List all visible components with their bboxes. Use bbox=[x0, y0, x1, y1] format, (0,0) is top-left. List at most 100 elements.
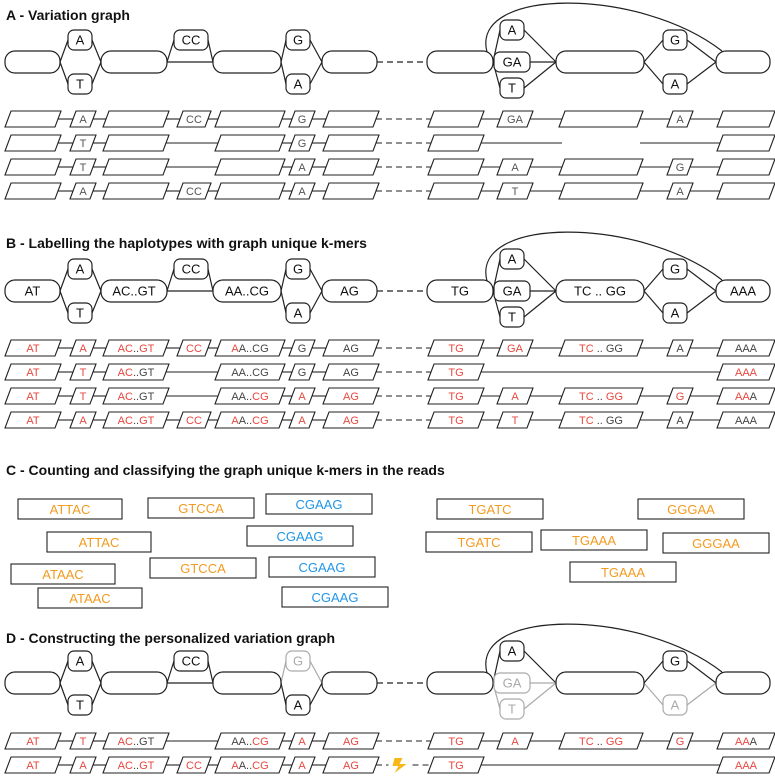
panel-b-haplotype-3-label-8: A bbox=[511, 391, 519, 403]
panel-d-haplotype-1-segment-9 bbox=[558, 732, 644, 750]
panel-a-haplotype-1-label-10: A bbox=[676, 114, 684, 126]
panel-a-node-n1 bbox=[4, 50, 61, 74]
panel-b-node-n6-label: TC .. GG bbox=[574, 284, 626, 299]
panel-d-haplotype-1-label-5: A bbox=[298, 736, 306, 748]
panel-b-node-a2-shape bbox=[285, 302, 311, 324]
panel-b-edge-t1-n2 bbox=[91, 290, 102, 314]
panel-b-haplotype-3-label-0: AT bbox=[26, 391, 40, 403]
panel-d-node-g2-label: G bbox=[670, 654, 680, 669]
panel-b-haplotype-1-label-10: A bbox=[676, 343, 684, 355]
read-cgaag: CGAAG bbox=[268, 556, 376, 578]
panel-d-haplotype-1-segment-4 bbox=[214, 732, 286, 750]
panel-d-haplotype-2-segment-5 bbox=[288, 756, 316, 774]
panel-b-node-g2-shape bbox=[662, 258, 688, 280]
panel-a-haplotype-2-label-5: G bbox=[298, 138, 307, 150]
panel-a-node-n7 bbox=[715, 50, 771, 74]
read-box bbox=[37, 587, 143, 609]
panel-a-node-ga-label: GA bbox=[503, 55, 522, 70]
panel-d-haplotype-2-segment-7 bbox=[427, 756, 485, 774]
panel-b-node-a1-shape bbox=[67, 258, 93, 280]
panel-a-edge-n6-g2 bbox=[643, 39, 664, 63]
read-label: GTCCA bbox=[178, 501, 224, 516]
read-gggaa: GGGAA bbox=[637, 498, 745, 520]
panel-b-haplotype-1-label-0: AT bbox=[26, 343, 40, 355]
panel-d-haplotype-1-label-9: TC .. GG bbox=[579, 736, 623, 748]
read-ataac: ATAAC bbox=[10, 563, 116, 585]
panel-b-long-arc-edge bbox=[485, 231, 723, 282]
panel-d-node-g1: G bbox=[285, 650, 311, 672]
panel-b-node-n4: AG bbox=[321, 279, 378, 303]
panel-b-haplotype-3-label-4-part-1: CG bbox=[252, 391, 269, 403]
panel-a-haplotype-1-segment-3 bbox=[176, 110, 212, 128]
panel-d-node-a4: A bbox=[662, 694, 688, 716]
panel-a-node-n7-shape bbox=[715, 50, 771, 74]
panel-b-haplotype-4-label-10-part-0: A bbox=[676, 415, 684, 427]
panel-a-haplotype-1-label-8: GA bbox=[507, 114, 524, 126]
read-box bbox=[46, 531, 152, 553]
panel-d-title: D - Constructing the personalized variat… bbox=[6, 630, 335, 646]
panel-a-haplotype-2-segment-6 bbox=[322, 134, 380, 152]
panel-a-edge-n3-a2 bbox=[280, 61, 287, 85]
panel-b-haplotype-4-label-10: A bbox=[676, 415, 684, 427]
panel-b-haplotype-2-label-5: G bbox=[298, 367, 307, 379]
panel-b-haplotype-1-label-4-part-1: A..CG bbox=[239, 343, 269, 355]
panel-a-haplotype-4-segment-11 bbox=[716, 182, 775, 200]
panel-a-node-n2-shape bbox=[100, 50, 168, 74]
panel-d-haplotype-1-label-2-part-1: ..GT bbox=[133, 736, 155, 748]
panel-d-haplotype-1-label-2-part-0: AC bbox=[118, 736, 133, 748]
panel-a-haplotype-4-label-3: CC bbox=[186, 186, 202, 198]
panel-d-haplotype-2-segment-11 bbox=[716, 756, 775, 774]
panel-b-haplotype-4-label-4: AA..CG bbox=[231, 415, 268, 427]
panel-b-node-n3: AA..CG bbox=[212, 279, 282, 303]
panel-b-haplotype-4-segment-1 bbox=[69, 411, 97, 429]
panel-a-node-cc-shape bbox=[173, 29, 209, 51]
panel-d-haplotype-1-segment-10 bbox=[666, 732, 694, 750]
panel-b-haplotype-1-label-9-part-1: .. GG bbox=[594, 343, 623, 355]
read-label: CGAAG bbox=[299, 560, 346, 575]
panel-b-node-t1-label: T bbox=[76, 306, 84, 321]
panel-b-node-n7-label: AAA bbox=[730, 284, 756, 299]
panel-d-haplotype-1-segment-0 bbox=[4, 732, 62, 750]
panel-b-haplotype-1-segment-5 bbox=[288, 339, 316, 357]
panel-d-node-g2: G bbox=[662, 650, 688, 672]
panel-d-haplotype-1-label-2: AC..GT bbox=[118, 736, 155, 748]
panel-d-edge-a4-n7 bbox=[686, 682, 717, 706]
panel-b-haplotype-3-label-7: TG bbox=[448, 391, 463, 403]
panel-b-node-t1: T bbox=[67, 302, 93, 324]
panel-b-haplotype-4-label-5: A bbox=[298, 415, 306, 427]
panel-a-haplotype-4-segment-5 bbox=[288, 182, 316, 200]
read-attac: ATTAC bbox=[46, 531, 152, 553]
panel-d-haplotype-2-label-11-part-0: AAA bbox=[735, 760, 758, 772]
panel-b-haplotype-1-label-9: TC .. GG bbox=[579, 343, 623, 355]
panel-d-node-t3: T bbox=[499, 698, 525, 720]
panel-b-haplotype-4-segment-2 bbox=[102, 411, 170, 429]
panel-b-haplotype-1-segment-0 bbox=[4, 339, 62, 357]
panel-b-node-n5: TG bbox=[426, 279, 494, 303]
panel-a-node-a4-label: A bbox=[671, 77, 680, 92]
panel-b-node-t3-label: T bbox=[508, 310, 516, 325]
panel-b-haplotype-1-label-3: CC bbox=[186, 343, 202, 355]
panel-a-node-n2 bbox=[100, 50, 168, 74]
read-label: TGATC bbox=[457, 535, 500, 550]
panel-d-node-a2-shape bbox=[285, 694, 311, 716]
panel-a-haplotype-3-segment-2 bbox=[102, 158, 170, 176]
panel-d-haplotype-1-label-11-part-1: A bbox=[750, 736, 758, 748]
panel-d-edge-a3-n6 bbox=[523, 650, 557, 684]
panel-d-haplotype-1-label-11: AAA bbox=[735, 736, 758, 748]
read-box bbox=[17, 498, 123, 520]
read-label: ATTAC bbox=[50, 502, 91, 517]
panel-b-haplotype-2-label-1-part-0: T bbox=[80, 367, 87, 379]
panel-a-haplotype-4-segment-10 bbox=[666, 182, 694, 200]
panel-b-node-a2: A bbox=[285, 302, 311, 324]
panel-b-haplotype-1-segment-7 bbox=[427, 339, 485, 357]
panel-d-haplotype-1-label-10-part-0: G bbox=[676, 736, 685, 748]
panel-d-node-n6-shape bbox=[555, 671, 645, 695]
panel-b-node-n2-label: AC..GT bbox=[112, 284, 155, 299]
panel-b-haplotype-4-label-11-part-0: AAA bbox=[735, 415, 758, 427]
panel-a-haplotype-1-segment-11 bbox=[716, 110, 775, 128]
panel-d-haplotype-1-segment-5 bbox=[288, 732, 316, 750]
panel-b-haplotype-2-label-6-part-0: AG bbox=[343, 367, 359, 379]
panel-a-haplotype-3-label-8: A bbox=[511, 162, 519, 174]
panel-a-node-g2: G bbox=[662, 29, 688, 51]
